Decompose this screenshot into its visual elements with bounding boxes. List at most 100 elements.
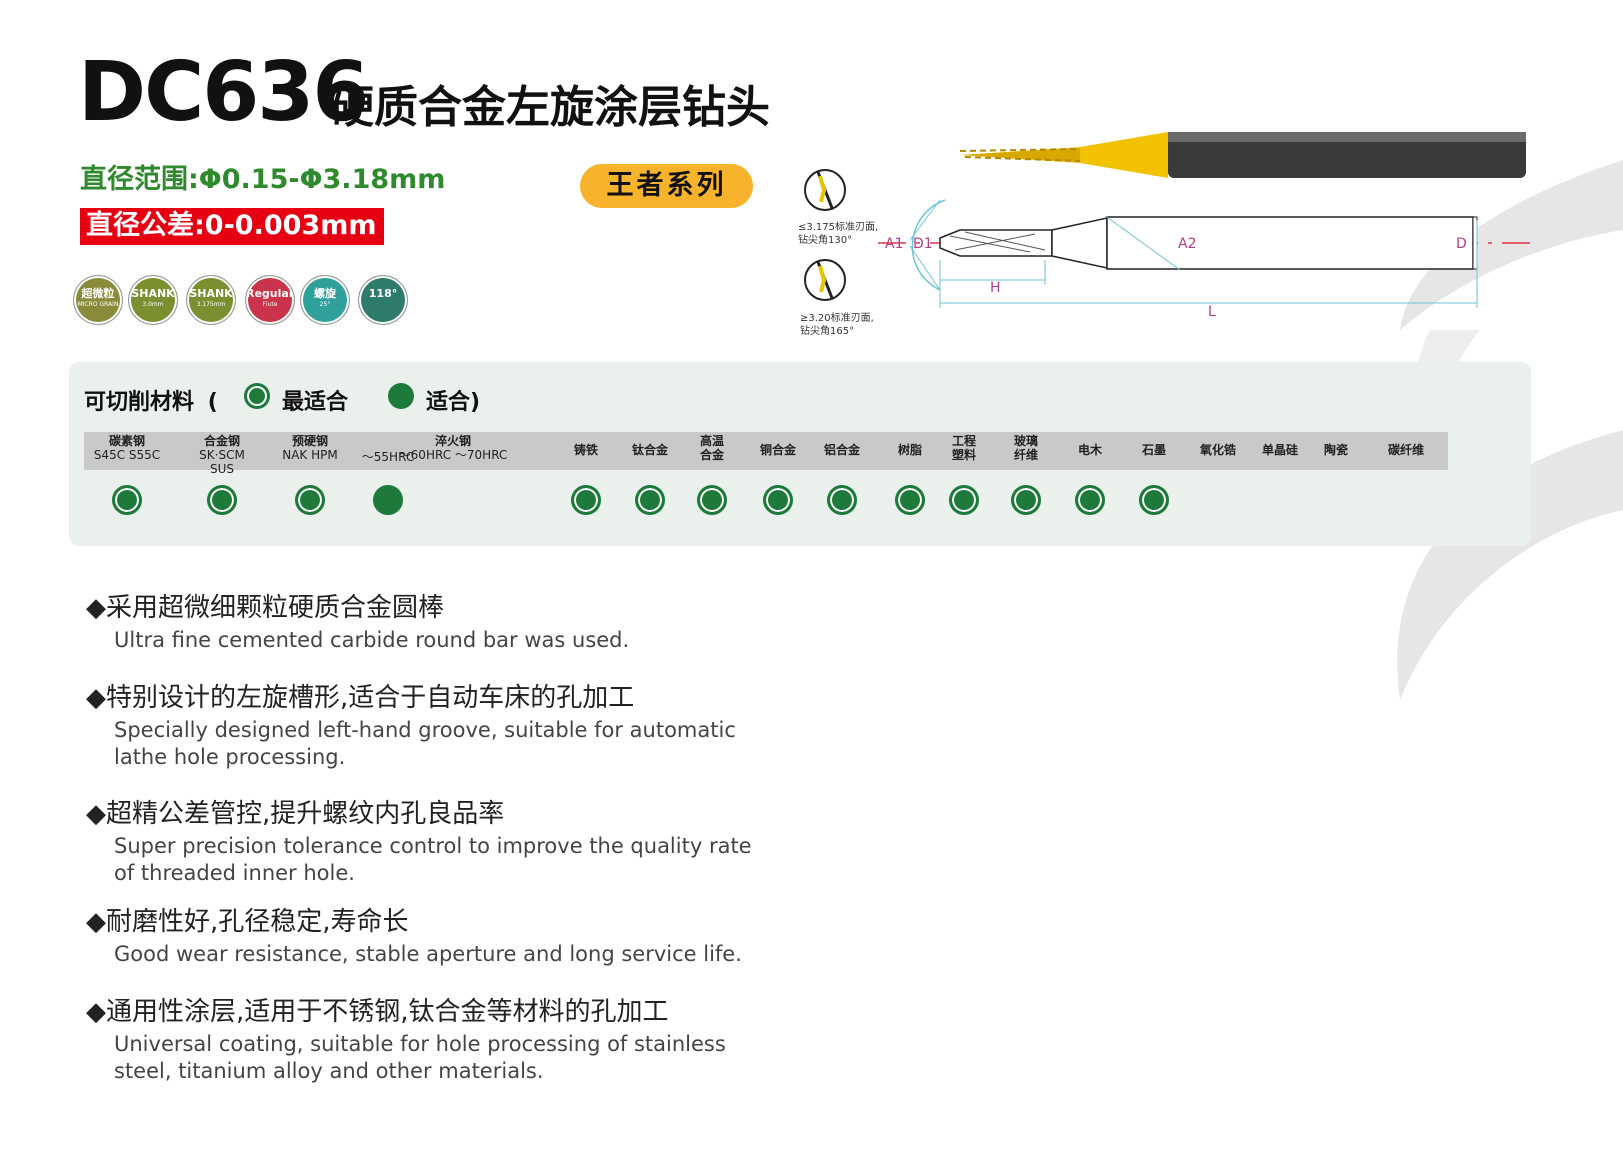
product-title: 硬质合金左旋涂层钻头 xyxy=(330,82,770,133)
best-suited-mark xyxy=(295,485,325,515)
label-a2: A2 xyxy=(1178,236,1196,252)
paren-open: ( xyxy=(207,390,218,415)
badge-line2: 3.175mm xyxy=(196,301,226,308)
feature-cn: ◆耐磨性好,孔径稳定,寿命长 xyxy=(86,907,409,937)
best-suited-mark xyxy=(1011,485,1041,515)
feature-en: Universal coating, suitable for hole pro… xyxy=(114,1031,726,1083)
material-name: 陶瓷 xyxy=(1323,443,1348,457)
material-name: 碳纤维 xyxy=(1387,443,1424,457)
feature-item: ◆特别设计的左旋槽形,适合于自动车床的孔加工 Specially designed… xyxy=(86,684,736,771)
point-angle-icon: 118° xyxy=(358,275,408,325)
label-l: L xyxy=(1208,304,1216,320)
label-d1: D1 xyxy=(913,236,933,252)
material-column-header: 铝合金 xyxy=(807,443,877,458)
material-grade: ～60HRC ～70HRC xyxy=(398,447,508,462)
badge-line1: SHANK xyxy=(189,287,233,300)
material-name: 淬火钢 xyxy=(434,434,471,448)
material-column-header: 铜合金 xyxy=(743,443,813,458)
feature-cn: ◆采用超微细颗粒硬质合金圆棒 xyxy=(86,593,444,623)
material-column-header: 碳纤维 xyxy=(1371,443,1441,458)
feature-en: Super precision tolerance control to imp… xyxy=(114,833,752,885)
material-column-header: 淬火钢～60HRC ～70HRC xyxy=(368,434,538,463)
legend-good-wrap: 适合) xyxy=(426,384,480,416)
feature-cn: ◆通用性涂层,适用于不锈钢,钛合金等材料的孔加工 xyxy=(86,997,669,1027)
feature-cn: ◆超精公差管控,提升螺纹内孔良品率 xyxy=(86,799,505,829)
badge-line2: Flute xyxy=(262,301,278,308)
technical-drawing: A1 D1 A2 D H L xyxy=(878,199,1535,320)
label-h: H xyxy=(990,280,1001,296)
cross-section-165-icon xyxy=(804,259,846,301)
edge-note-130: ≤3.175标准刃面, 钻尖角130° xyxy=(798,222,879,246)
suited-mark xyxy=(373,485,403,515)
material-name: 预硬钢 xyxy=(291,434,328,448)
drill-diagram: A1 D1 A2 D H L xyxy=(804,132,1535,320)
material-grade: NAK HPM xyxy=(282,447,338,462)
best-suited-mark xyxy=(1075,485,1105,515)
material-column-header: 铸铁 xyxy=(551,443,621,458)
material-grade: S45C S55C xyxy=(93,447,161,462)
best-suited-mark xyxy=(635,485,665,515)
materials-title-text: 可切削材料 xyxy=(84,390,195,415)
material-column-header: 钛合金 xyxy=(615,443,685,458)
cross-section-130-icon xyxy=(804,169,846,211)
best-suited-mark xyxy=(571,485,601,515)
best-suited-mark xyxy=(207,485,237,515)
best-suited-mark xyxy=(949,485,979,515)
product-model: DC636 xyxy=(78,45,369,140)
badge-line2: 25° xyxy=(319,301,331,308)
feature-item: ◆超精公差管控,提升螺纹内孔良品率 Super precision toleran… xyxy=(86,800,752,887)
best-suited-mark xyxy=(895,485,925,515)
material-column-header: 工程 塑料 xyxy=(929,434,999,463)
legend-good-icon xyxy=(388,383,414,409)
badge-line1: 118° xyxy=(368,287,398,300)
material-column-header: 陶瓷 xyxy=(1301,443,1371,458)
edge-note-165: ≥3.20标准刃面, 钻尖角165° xyxy=(800,313,874,337)
legend-good-label: 适合 xyxy=(426,390,471,415)
material-column-header: 高温 合金 xyxy=(677,434,747,463)
material-column-header: 氧化锆 xyxy=(1183,443,1253,458)
material-name: 工程 塑料 xyxy=(951,434,976,462)
badge-line2: 3.0mm xyxy=(142,301,164,308)
material-name: 玻璃 纤维 xyxy=(1013,434,1038,462)
material-name: 石墨 xyxy=(1141,443,1166,457)
material-name: 氧化锆 xyxy=(1199,443,1236,457)
feature-cn: ◆特别设计的左旋槽形,适合于自动车床的孔加工 xyxy=(86,683,635,713)
feature-item: ◆通用性涂层,适用于不锈钢,钛合金等材料的孔加工 Universal coatin… xyxy=(86,998,726,1085)
material-name: 树脂 xyxy=(897,443,922,457)
diameter-tolerance: 直径公差:0-0.003mm xyxy=(80,208,385,246)
best-suited-mark xyxy=(112,485,142,515)
material-column-header: 石墨 xyxy=(1119,443,1189,458)
material-grade: ～55HRC xyxy=(361,450,415,464)
feature-en: Specially designed left-hand groove, sui… xyxy=(114,717,736,769)
material-name: 单晶硅 xyxy=(1261,443,1298,457)
best-suited-mark xyxy=(697,485,727,515)
legend-best-icon xyxy=(244,383,270,409)
diameter-range: 直径范围:Φ0.15-Φ3.18mm xyxy=(80,164,446,195)
material-column-header: 玻璃 纤维 xyxy=(991,434,1061,463)
best-suited-mark xyxy=(763,485,793,515)
badge-line1: 超微粒 xyxy=(81,287,115,300)
badge-line1: Regular xyxy=(246,287,295,300)
badge-line1: 螺旋 xyxy=(314,287,336,300)
paren-close: ) xyxy=(470,390,481,415)
material-column-header: 单晶硅 xyxy=(1245,443,1315,458)
material-name: 电木 xyxy=(1077,443,1102,457)
drill-photo xyxy=(959,132,1526,178)
best-suited-mark xyxy=(1139,485,1169,515)
material-name: 高温 合金 xyxy=(699,434,724,462)
material-grade: SK·SCM SUS xyxy=(199,447,245,476)
material-name: 钛合金 xyxy=(631,443,668,457)
label-d: D xyxy=(1456,236,1467,252)
materials-title: 可切削材料 ( xyxy=(84,384,218,416)
material-name: 铝合金 xyxy=(823,443,860,457)
material-name: 铸铁 xyxy=(573,443,598,457)
material-column-header: 电木 xyxy=(1055,443,1125,458)
